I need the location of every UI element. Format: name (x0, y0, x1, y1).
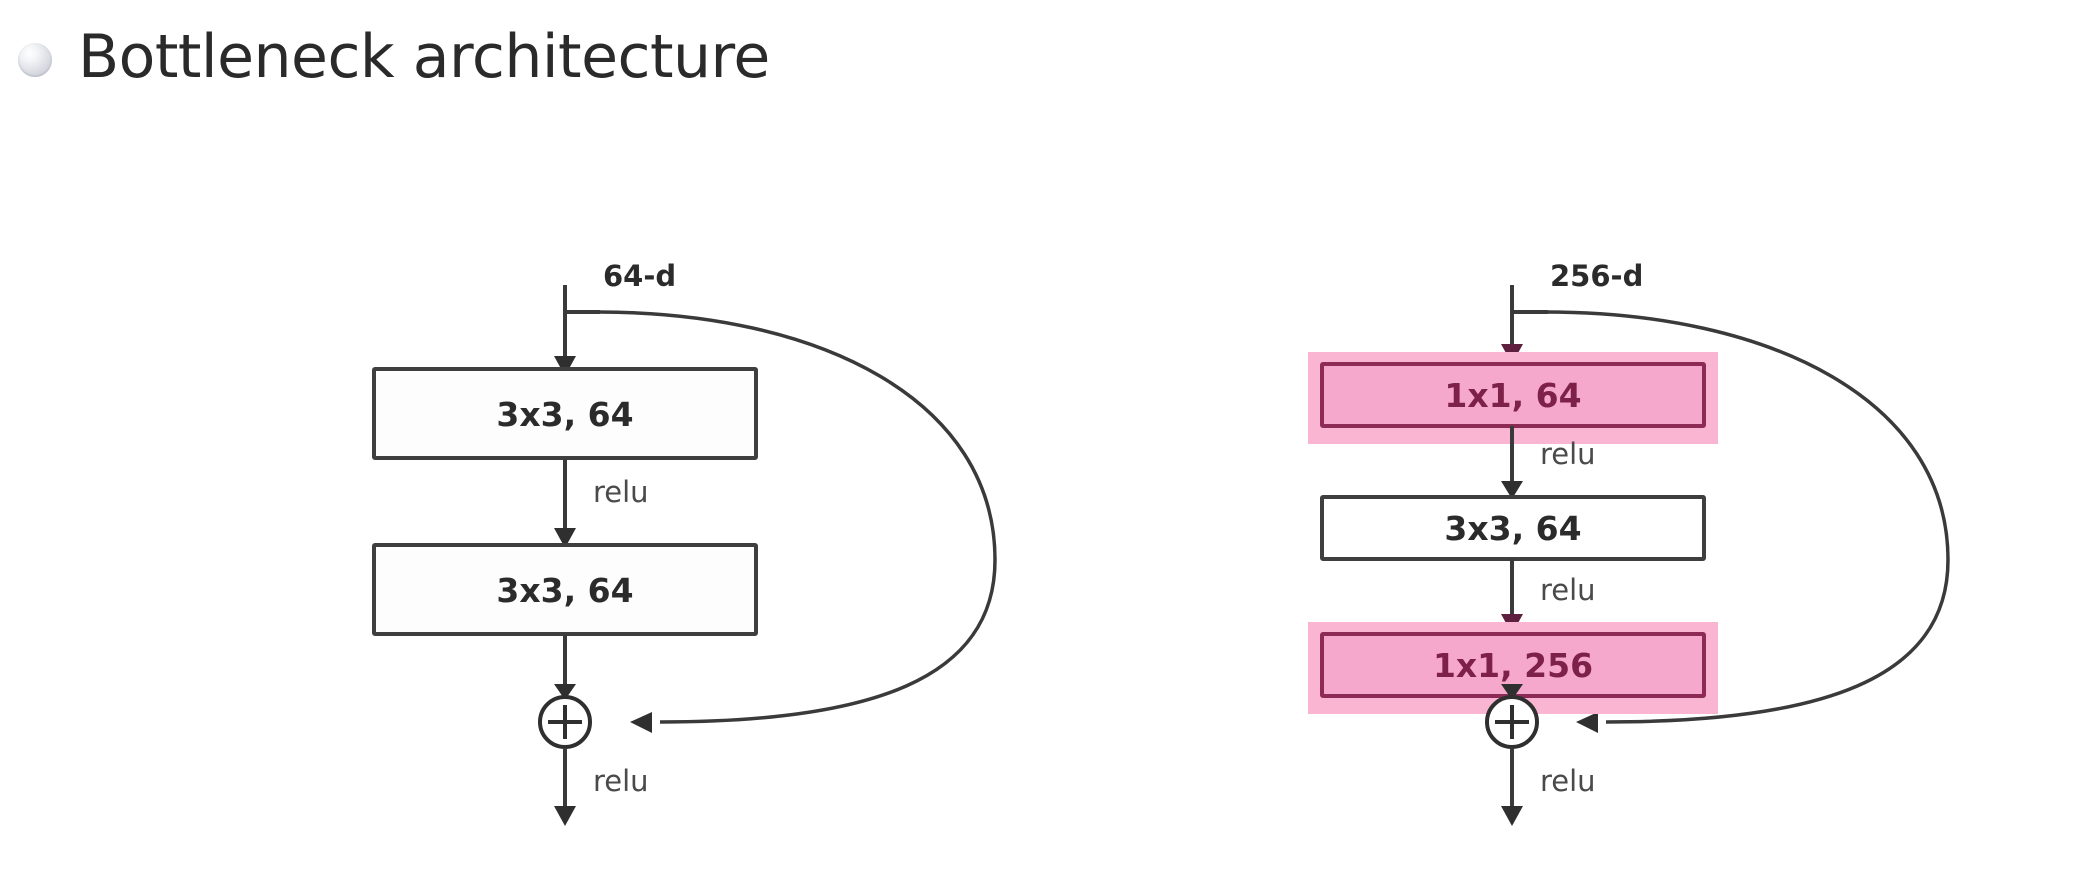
diagram-basic-block: 3x3, 64 relu 3x3, 64 + relu (372, 259, 997, 826)
relu-label-right-1: relu (1540, 437, 1596, 471)
relu-label-right-out: relu (1540, 764, 1596, 798)
conv-box-right-2-label: 3x3, 64 (1444, 509, 1581, 548)
shortcut-arrowhead-left (630, 712, 652, 733)
conv-box-right-3-label: 1x1, 256 (1433, 646, 1593, 685)
shortcut-path-left (597, 310, 997, 724)
relu-label-left-out: relu (593, 764, 649, 798)
input-dim-label-right: 256-d (1550, 259, 1643, 293)
diagram-bottleneck-block: 1x1, 64 relu 3x3, 64 relu 1x1, 256 (1308, 259, 1950, 826)
conv-box-left-1 (372, 367, 758, 460)
connector-arrowhead-right-1 (1501, 481, 1523, 499)
sum-plus-glyph-left (548, 705, 582, 739)
connector-arrowhead-left-2 (554, 684, 576, 700)
relu-label-right-2: relu (1540, 573, 1596, 607)
connector-arrowhead-left-1 (554, 528, 576, 548)
sum-plus-glyph-right (1495, 705, 1529, 739)
conv-box-left-2 (372, 543, 758, 636)
output-arrowhead-left (554, 806, 576, 826)
connector-arrowhead-right-3 (1501, 684, 1523, 700)
conv-box-left-2-label: 3x3, 64 (496, 571, 633, 610)
shortcut-arrowhead-right (1576, 712, 1598, 733)
conv-box-right-1-label: 1x1, 64 (1444, 376, 1581, 415)
page-title: Bottleneck architecture (78, 22, 770, 92)
shortcut-path-right (1545, 310, 1950, 724)
input-dim-label-left: 64-d (603, 259, 676, 293)
slide-title-row: Bottleneck architecture (18, 14, 770, 100)
output-arrowhead-right (1501, 806, 1523, 826)
conv-box-left-1-label: 3x3, 64 (496, 395, 633, 434)
input-arrowhead-left (554, 356, 576, 376)
relu-label-left-1: relu (593, 475, 649, 509)
sphere-bullet-icon (18, 43, 52, 77)
